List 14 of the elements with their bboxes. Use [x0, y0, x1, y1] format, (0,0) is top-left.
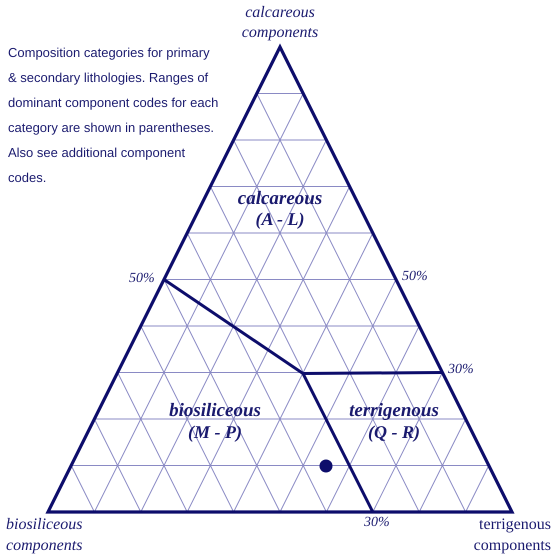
percent-label: 50%	[129, 271, 155, 287]
percent-label: 30%	[364, 515, 390, 531]
region-label: calcareous	[238, 189, 322, 210]
axis-label: terrigenous components	[472, 515, 551, 556]
axis-label: calcareous components	[240, 3, 320, 43]
code-label: (M - P)	[188, 423, 242, 443]
percent-label: 30%	[448, 362, 474, 378]
region-label: biosiliceous	[169, 401, 261, 422]
region-label: terrigenous	[349, 401, 439, 422]
note-text: Composition categories for primary & secondary lithologies. Ranges of dominant component codes for each category are shown in parentheses. Also see additional component codes.	[8, 44, 220, 187]
axis-label: biosiliceous components	[6, 515, 84, 556]
percent-label: 50%	[402, 269, 428, 285]
code-label: (Q - R)	[368, 423, 420, 443]
code-label: (A - L)	[256, 210, 304, 230]
